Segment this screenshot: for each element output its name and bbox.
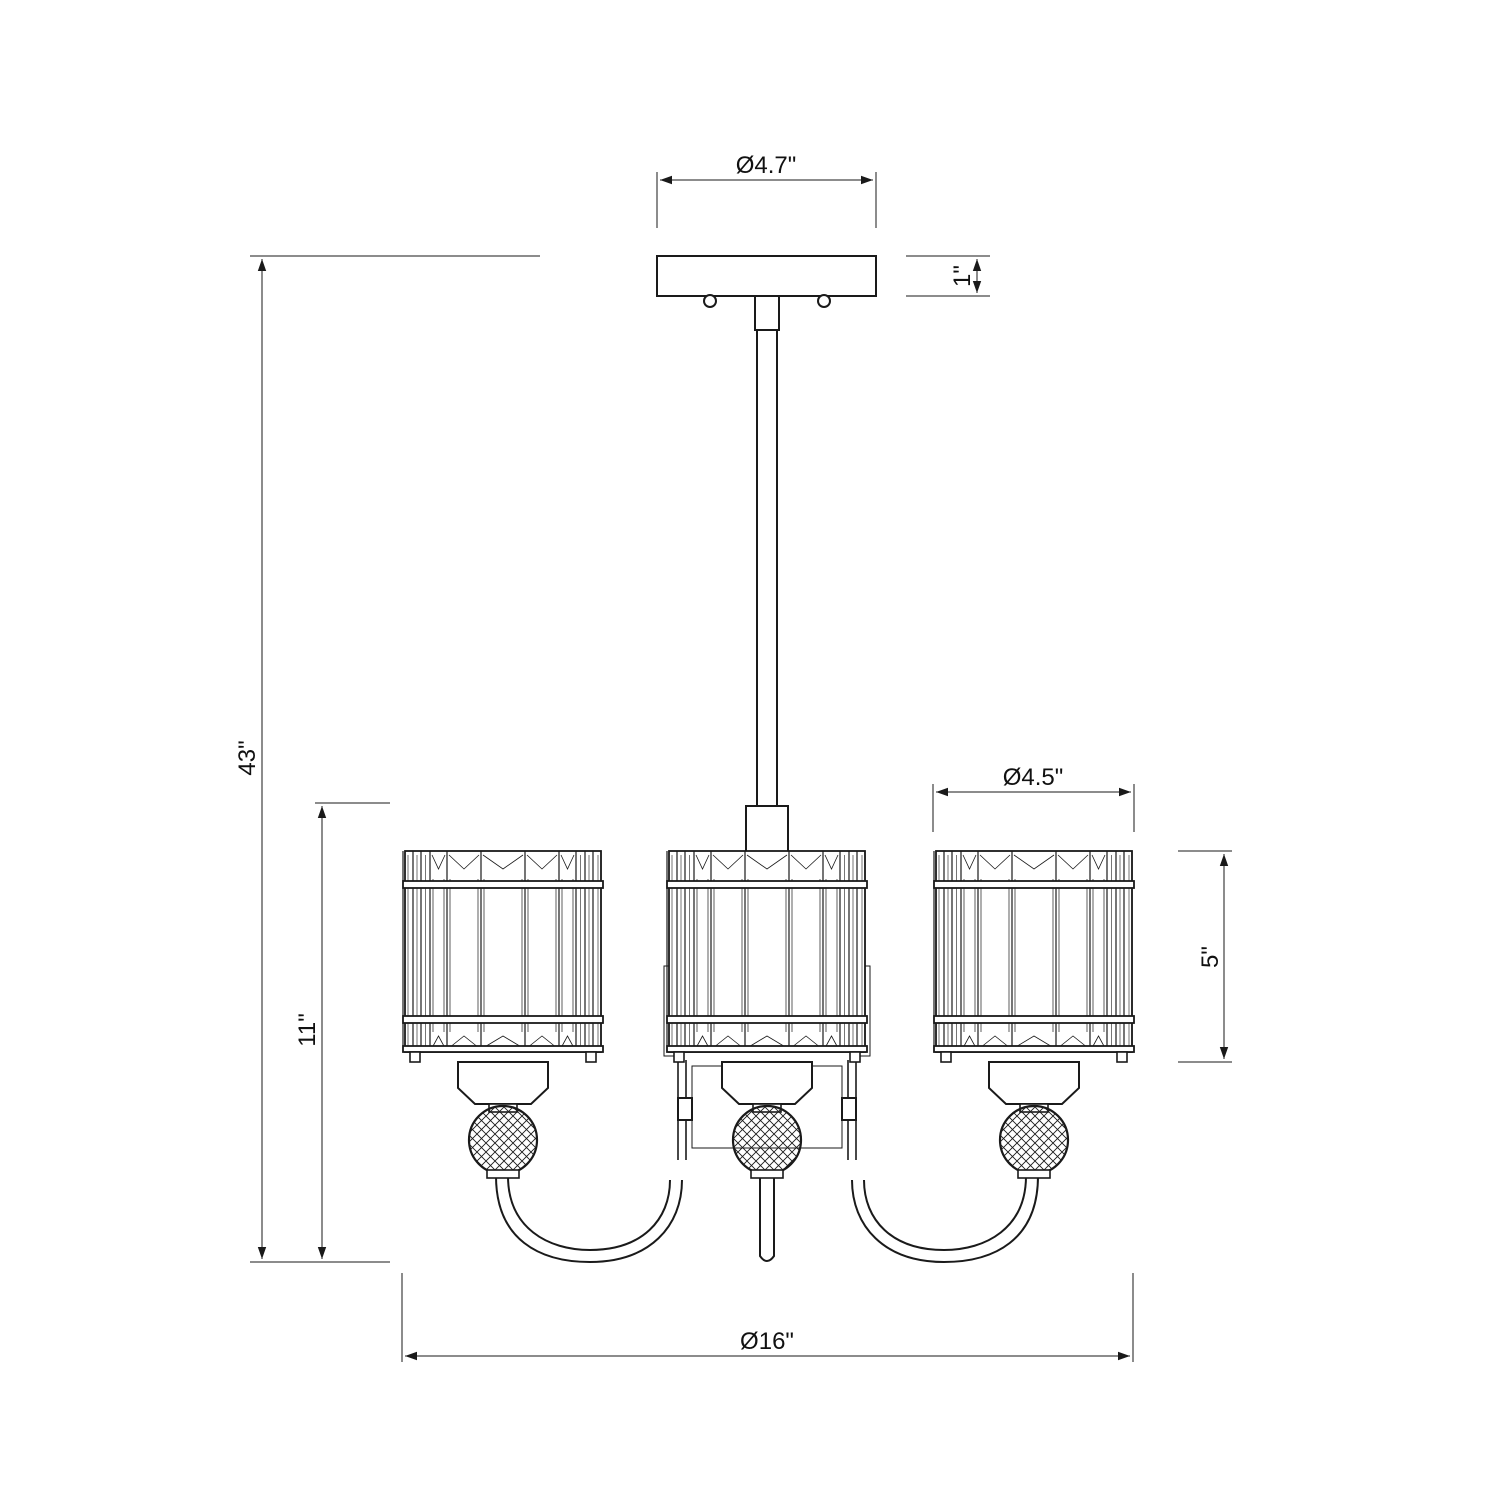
canopy-diameter-label: Ø4.7"	[736, 152, 797, 179]
overall-diameter-label: Ø16"	[740, 1328, 794, 1355]
shade-diameter-label: Ø4.5"	[1003, 764, 1064, 791]
shade-3	[933, 850, 1135, 1063]
dimension-shade-diameter: Ø4.5"	[932, 764, 1135, 832]
dimension-canopy-diameter: Ø4.7"	[656, 152, 877, 228]
dimension-canopy-height: 1"	[906, 255, 990, 297]
dimension-overall-height: 43"	[234, 255, 540, 1263]
body-height-label: 11"	[294, 1013, 321, 1046]
socket-1	[457, 1061, 549, 1113]
shade-height-label: 5"	[1197, 946, 1224, 968]
shade-2	[666, 850, 868, 1063]
arms	[495, 1170, 1039, 1264]
downrod	[745, 329, 789, 857]
dimension-overall-diameter: Ø16"	[401, 1273, 1134, 1362]
dimension-shade-height: 5"	[1178, 850, 1232, 1063]
crystal-shades	[402, 850, 1135, 1063]
socket-3	[988, 1061, 1080, 1113]
finial-ball-3	[998, 1104, 1070, 1179]
sockets	[457, 1061, 1080, 1179]
canopy	[656, 255, 877, 331]
canopy-height-label: 1"	[949, 265, 976, 287]
dimension-body-height: 11"	[294, 802, 390, 1259]
overall-height-label: 43"	[234, 740, 261, 775]
socket-2	[721, 1061, 813, 1113]
finial-ball-2	[731, 1104, 803, 1179]
shade-1	[402, 850, 604, 1063]
finial-ball-1	[467, 1104, 539, 1179]
